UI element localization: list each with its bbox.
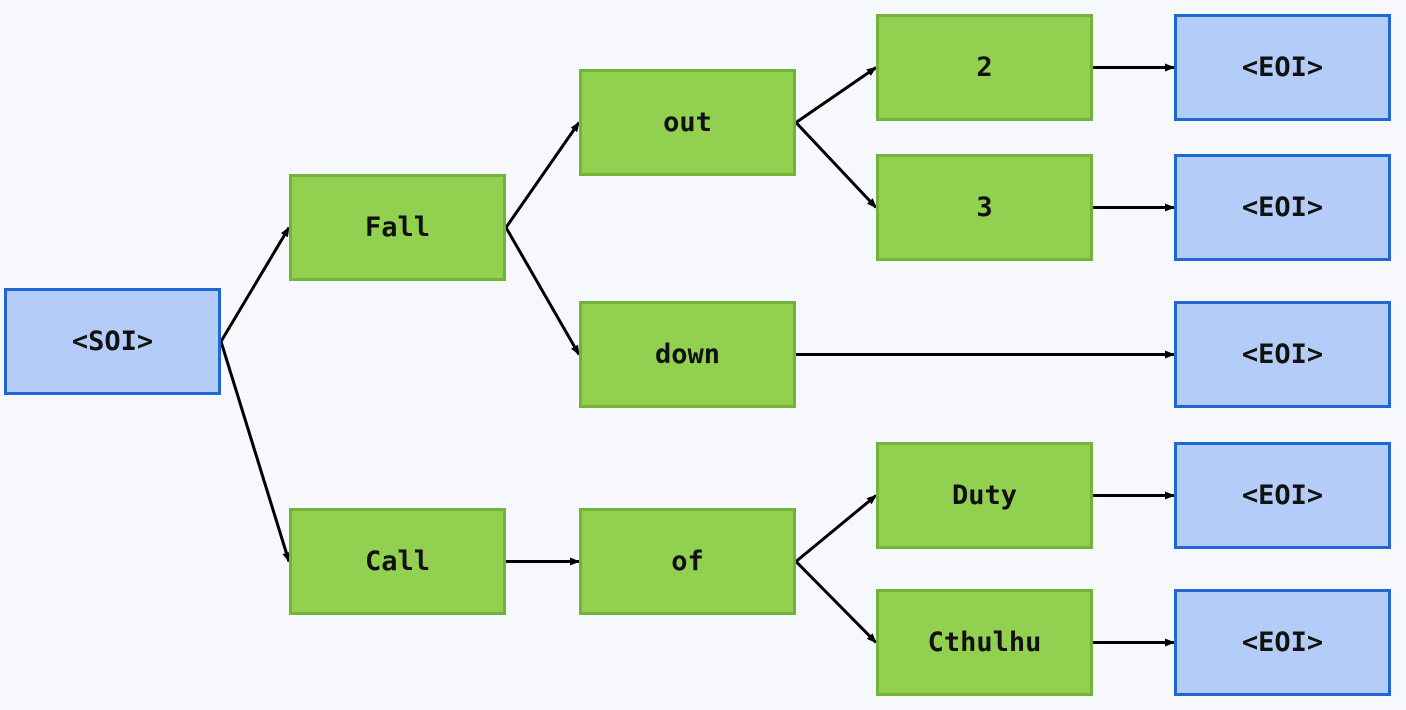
edge-arrow (795, 494, 877, 563)
node-cthulhu: Cthulhu (876, 589, 1093, 696)
node-eoi: <EOI> (1174, 589, 1391, 696)
node-of: of (579, 508, 796, 615)
edge-arrow (219, 226, 291, 343)
node-soi: <SOI> (4, 288, 221, 395)
edge-arrow (795, 66, 877, 124)
node-3: 3 (876, 154, 1093, 261)
node-down: down (579, 301, 796, 408)
node-duty: Duty (876, 442, 1093, 549)
edge-arrow (794, 121, 878, 209)
edge-arrow (219, 341, 291, 563)
node-out: out (579, 69, 796, 176)
node-fall: Fall (289, 174, 506, 281)
node-eoi: <EOI> (1174, 442, 1391, 549)
node-call: Call (289, 508, 506, 615)
node-eoi: <EOI> (1174, 301, 1391, 408)
edge-arrow (504, 226, 581, 356)
edge-arrow (794, 560, 878, 644)
node-2: 2 (876, 14, 1093, 121)
node-eoi: <EOI> (1174, 154, 1391, 261)
node-eoi: <EOI> (1174, 14, 1391, 121)
edge-arrow (504, 121, 581, 229)
